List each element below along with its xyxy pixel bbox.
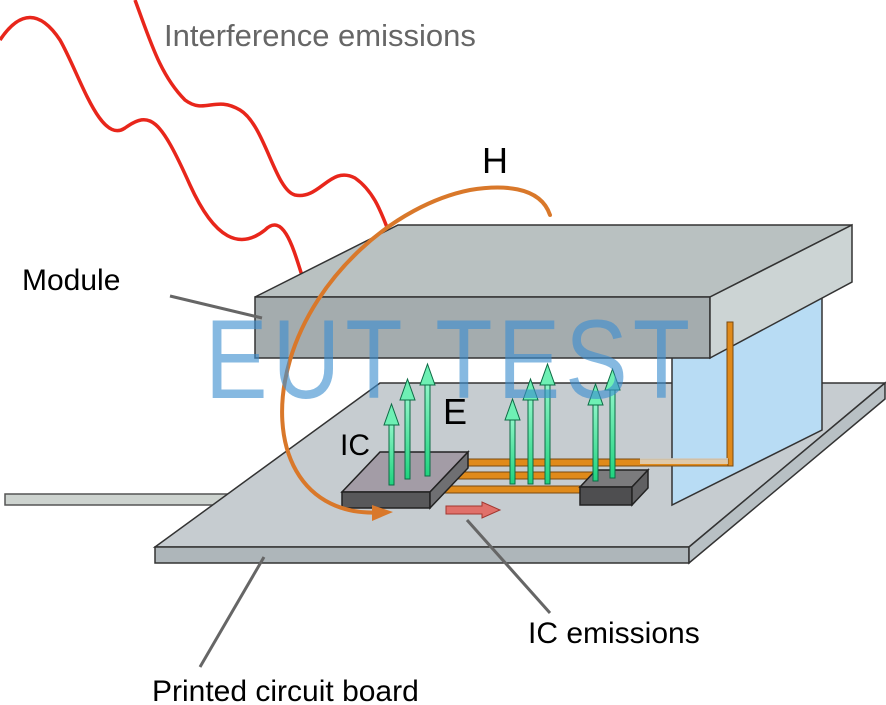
trace-highlight bbox=[640, 458, 728, 464]
e-arrow-5 bbox=[522, 377, 539, 485]
ic-emissions-label: IC emissions bbox=[528, 617, 700, 650]
interference-emissions-label: Interference emissions bbox=[164, 18, 476, 53]
e-arrow-7 bbox=[587, 382, 604, 482]
e-arrow-1 bbox=[383, 402, 400, 486]
pcb-front-edge bbox=[154, 546, 690, 564]
pcb-right-edge bbox=[688, 381, 886, 565]
h-field-arrowhead bbox=[372, 505, 393, 521]
e-arrow-2 bbox=[399, 377, 416, 480]
trace-3 bbox=[441, 485, 585, 494]
h-field-label: H bbox=[482, 140, 508, 181]
interference-wave-1 bbox=[0, 15, 307, 286]
interference-wave-2 bbox=[133, 0, 392, 236]
ic-chip-front bbox=[341, 491, 431, 509]
watermark-text: EUT TEST bbox=[205, 297, 695, 422]
e-field-label: E bbox=[443, 391, 467, 432]
trace-2 bbox=[451, 471, 603, 480]
e-arrow-6 bbox=[539, 362, 556, 485]
ic-chip-right bbox=[429, 450, 469, 510]
module-right bbox=[709, 223, 853, 360]
pcb-leader-line bbox=[198, 556, 266, 668]
ic-emissions-arrow bbox=[445, 501, 502, 519]
module-label: Module bbox=[22, 264, 120, 297]
h-field-loop bbox=[280, 185, 552, 515]
e-arrow-8 bbox=[604, 367, 621, 479]
input-cable bbox=[4, 493, 228, 506]
e-field-arrows bbox=[383, 362, 621, 486]
chip-2-front bbox=[579, 486, 633, 506]
ic-emissions-leader-line bbox=[465, 519, 552, 614]
pcb-label: Printed circuit board bbox=[152, 675, 419, 705]
module-conductor bbox=[726, 321, 734, 467]
module-leader-line bbox=[169, 294, 263, 320]
e-arrow-3 bbox=[419, 362, 436, 477]
chip-2-right bbox=[631, 468, 649, 507]
ic-label: IC bbox=[340, 429, 370, 462]
e-arrow-4 bbox=[504, 397, 521, 485]
